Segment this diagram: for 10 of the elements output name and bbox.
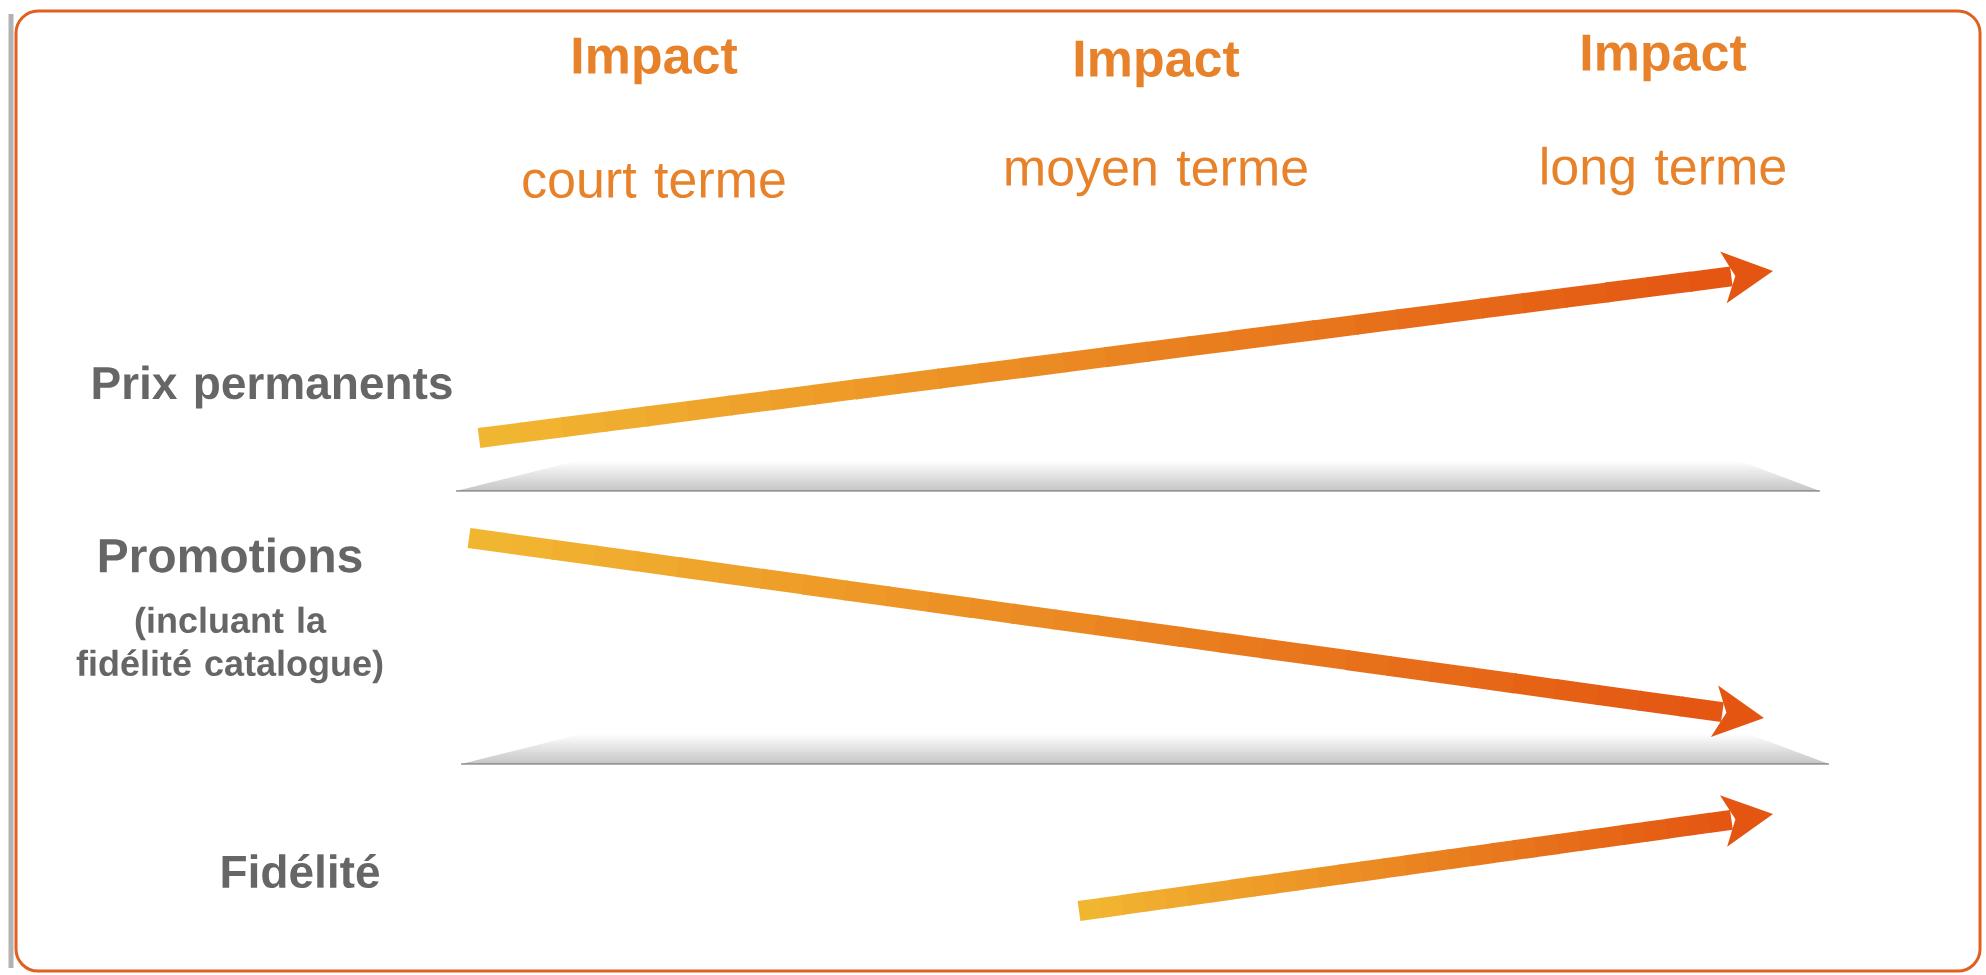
column-heading: Impact <box>1075 40 1240 88</box>
column-subheading: court terme <box>523 163 785 199</box>
column-heading: Impact <box>1582 34 1747 82</box>
row-label: Promotions <box>99 537 362 573</box>
column-subheading: moyen terme <box>1006 151 1307 197</box>
row-label: Fidélité <box>222 853 379 889</box>
row-label: Prix permanents <box>93 365 452 409</box>
row-label: (incluant la fidélité catalogue) <box>76 606 383 684</box>
column-heading: Impact <box>573 37 738 85</box>
column-subheading: long terme <box>1542 146 1785 196</box>
